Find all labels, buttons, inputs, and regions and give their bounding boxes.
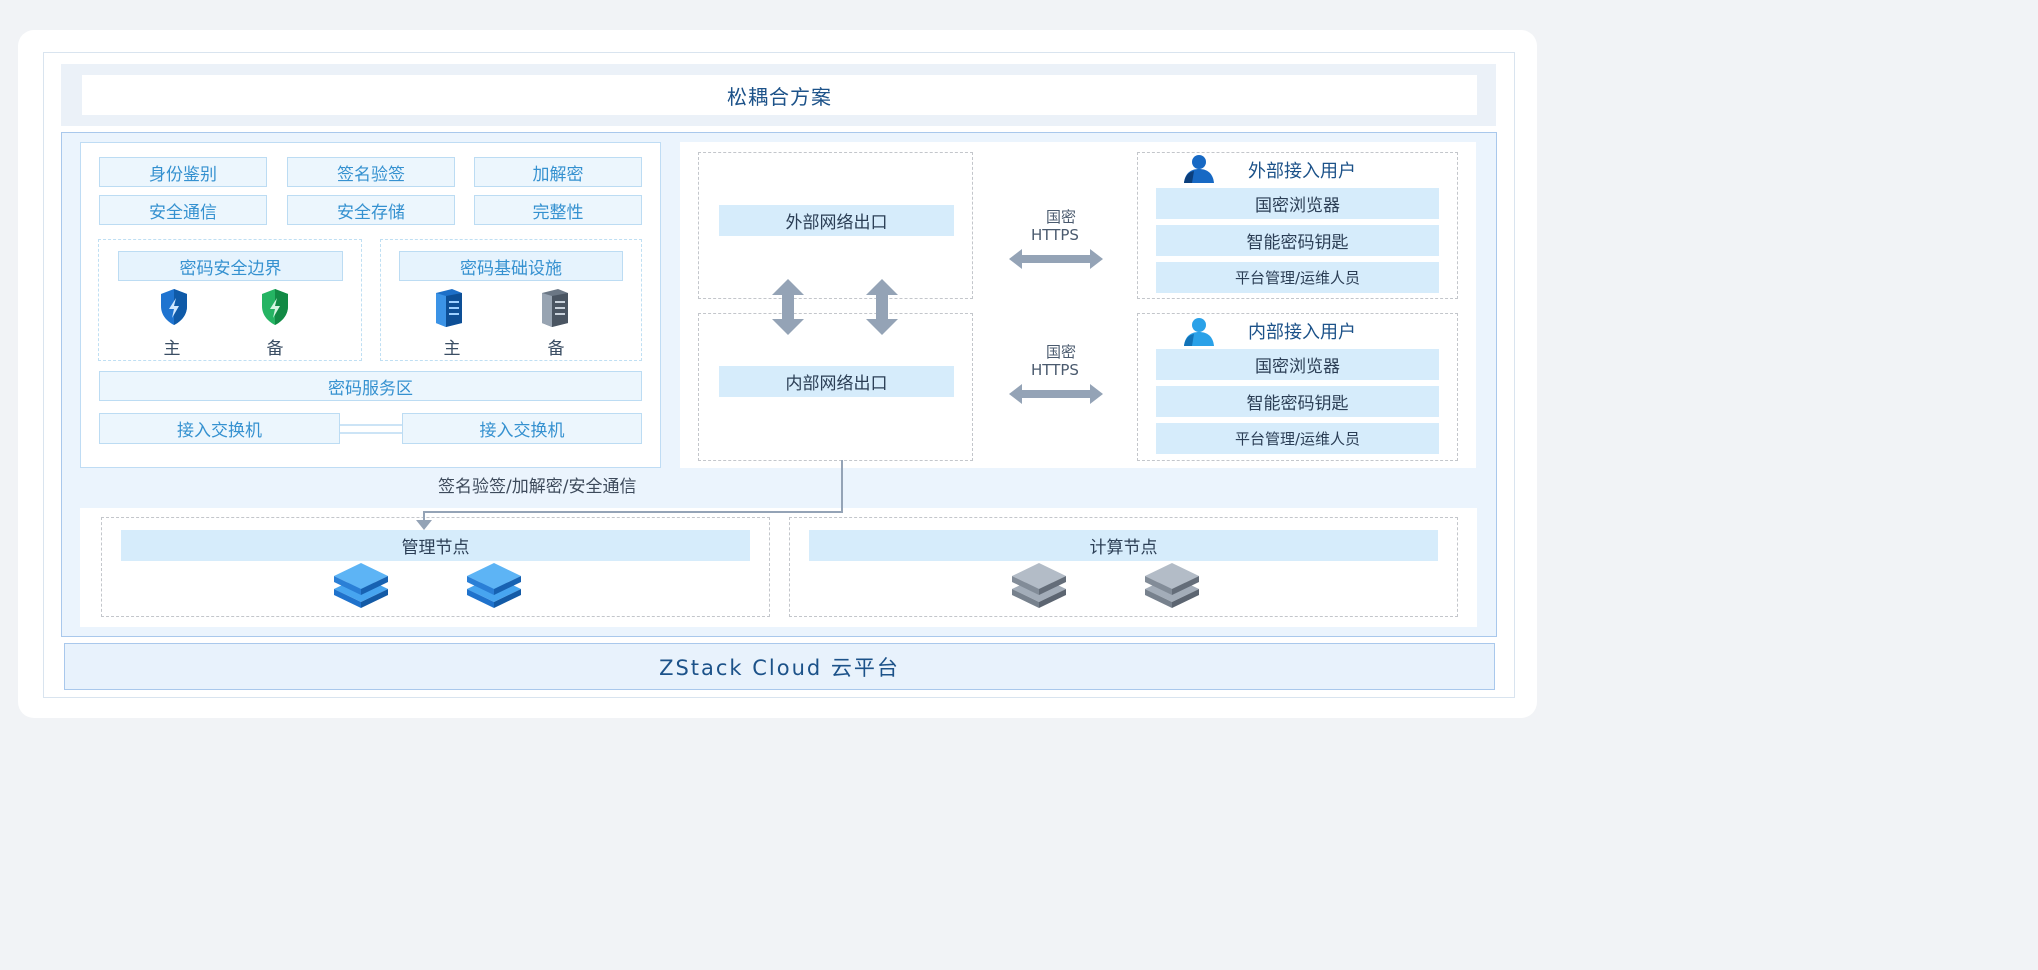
access-switch-left: 接入交换机: [99, 413, 340, 444]
user-icon: [1184, 155, 1214, 183]
double-arrow-icon: [772, 279, 804, 335]
protocol-label-sm: 国密: [1045, 208, 1076, 226]
double-arrow-icon: [1009, 384, 1103, 404]
edge-label: 签名验签/加解密/安全通信: [438, 477, 637, 497]
external-egress-label: 外部网络出口: [719, 205, 954, 236]
protocol-label-https: HTTPS: [1031, 361, 1079, 379]
connector-line: [416, 460, 843, 530]
internal-users-title: 内部接入用户: [1248, 322, 1356, 343]
security-boundary-label: 密码安全边界: [118, 251, 343, 281]
crypto-infra-label: 密码基础设施: [399, 251, 623, 281]
feature-identity-auth: 身份鉴别: [99, 157, 267, 187]
external-user-ukey: 智能密码钥匙: [1156, 225, 1439, 256]
external-user-browser: 国密浏览器: [1156, 188, 1439, 219]
server-icon: [436, 289, 462, 327]
diagram-title: 松耦合方案: [82, 75, 1477, 115]
feature-encrypt-decrypt: 加解密: [474, 157, 642, 187]
internal-user-browser: 国密浏览器: [1156, 349, 1439, 380]
access-switch-right: 接入交换机: [402, 413, 642, 444]
internal-user-admin: 平台管理/运维人员: [1156, 423, 1439, 454]
feature-secure-storage: 安全存储: [287, 195, 455, 225]
crypto-service-zone: 密码服务区: [99, 371, 642, 401]
backup-label: 备: [266, 339, 284, 359]
cloud-platform: ZStack Cloud 云平台: [64, 643, 1495, 690]
shield-icon: [262, 289, 288, 325]
management-node-label: 管理节点: [121, 530, 750, 561]
backup-label: 备: [547, 339, 565, 359]
compute-node-label: 计算节点: [809, 530, 1438, 561]
external-users-title: 外部接入用户: [1248, 161, 1356, 182]
primary-label: 主: [163, 339, 181, 359]
server-icon: [542, 289, 568, 327]
protocol-label-sm: 国密: [1045, 343, 1076, 361]
shield-icon: [161, 289, 187, 325]
server-node-icon: [467, 563, 521, 608]
double-arrow-icon: [866, 279, 898, 335]
server-node-icon: [1012, 563, 1066, 608]
server-node-icon: [334, 563, 388, 608]
feature-integrity: 完整性: [474, 195, 642, 225]
feature-secure-comm: 安全通信: [99, 195, 267, 225]
double-arrow-icon: [1009, 249, 1103, 269]
protocol-label-https: HTTPS: [1031, 226, 1079, 244]
feature-signature-verify: 签名验签: [287, 157, 455, 187]
external-user-admin: 平台管理/运维人员: [1156, 262, 1439, 293]
server-node-icon: [1145, 563, 1199, 608]
primary-label: 主: [443, 339, 461, 359]
internal-user-ukey: 智能密码钥匙: [1156, 386, 1439, 417]
switch-link: [340, 424, 402, 434]
internal-egress-label: 内部网络出口: [719, 366, 954, 397]
user-icon: [1184, 318, 1214, 346]
